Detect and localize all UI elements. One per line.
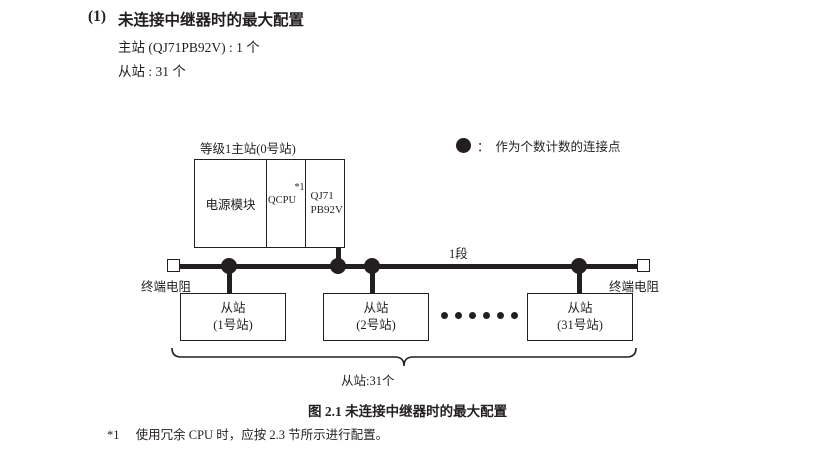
- footnote-marker: *1: [294, 182, 305, 193]
- ellipsis-dot: [497, 312, 504, 319]
- slave-station-2-title: 从站: [363, 301, 389, 316]
- ellipsis-dot: [511, 312, 518, 319]
- terminating-resistor-left-icon: [167, 259, 180, 272]
- slave-station-2: 从站 (2号站): [323, 293, 429, 341]
- ellipsis-dot: [483, 312, 490, 319]
- master-station-spec: 主站 (QJ71PB92V) : 1 个: [118, 40, 260, 55]
- footnote-mark: *1: [107, 428, 120, 442]
- slave-count-brace: [170, 346, 638, 368]
- filled-circle-icon: [456, 138, 471, 153]
- ellipsis-dot: [441, 312, 448, 319]
- legend: ： 作为个数计数的连接点: [456, 136, 621, 155]
- footnote: *1 使用冗余 CPU 时，应按 2.3 节所示进行配置。: [107, 424, 388, 443]
- rack-drop-line: [336, 248, 341, 266]
- section-number: (1): [88, 8, 107, 25]
- segment-label: 1段: [449, 247, 468, 261]
- terminating-resistor-right-icon: [637, 259, 650, 272]
- brace-icon: [171, 347, 637, 367]
- qcpu-module-label: QCPU: [268, 195, 297, 206]
- ellipsis-dot: [455, 312, 462, 319]
- network-module-label-line2: PB92V: [310, 203, 343, 216]
- qcpu-module: QCPU *1: [266, 160, 305, 247]
- ellipsis-dot: [469, 312, 476, 319]
- slave-station-2-number: (2号站): [356, 318, 396, 332]
- slave-station-31-title: 从站: [567, 301, 593, 316]
- terminating-resistor-left-label: 终端电阻: [141, 280, 192, 294]
- slave-station-1-number: (1号站): [213, 318, 253, 332]
- terminating-resistor-right-label: 终端电阻: [609, 280, 660, 294]
- network-module-label-line1: QJ71: [310, 189, 334, 202]
- power-supply-module: 电源模块: [195, 160, 266, 247]
- slave-count-label: 从站:31个: [341, 374, 395, 388]
- slave-drop-line-31: [577, 266, 582, 294]
- rack-label: 等级1主站(0号站): [200, 142, 296, 156]
- fieldbus-trunk-line: [174, 264, 644, 269]
- legend-colon: ：: [477, 140, 490, 154]
- power-supply-module-label: 电源模块: [205, 198, 256, 212]
- slave-station-1: 从站 (1号站): [180, 293, 286, 341]
- slave-station-1-title: 从站: [220, 301, 246, 316]
- master-rack: 电源模块 QCPU *1 QJ71 PB92V: [194, 159, 345, 248]
- figure-caption: 图 2.1 未连接中继器时的最大配置: [308, 404, 508, 419]
- slave-station-31-number: (31号站): [557, 318, 603, 332]
- slave-station-spec: 从站 : 31 个: [118, 64, 186, 79]
- network-module: QJ71 PB92V: [305, 160, 344, 247]
- slave-drop-line-2: [370, 266, 375, 294]
- legend-label: 作为个数计数的连接点: [495, 140, 621, 154]
- slave-drop-line-1: [227, 266, 232, 294]
- ellipsis-dots-icon: [441, 312, 518, 319]
- connection-point-dot-master: [330, 258, 346, 274]
- footnote-text: 使用冗余 CPU 时，应按 2.3 节所示进行配置。: [135, 428, 389, 442]
- section-title: 未连接中继器时的最大配置: [118, 12, 305, 29]
- slave-station-31: 从站 (31号站): [527, 293, 633, 341]
